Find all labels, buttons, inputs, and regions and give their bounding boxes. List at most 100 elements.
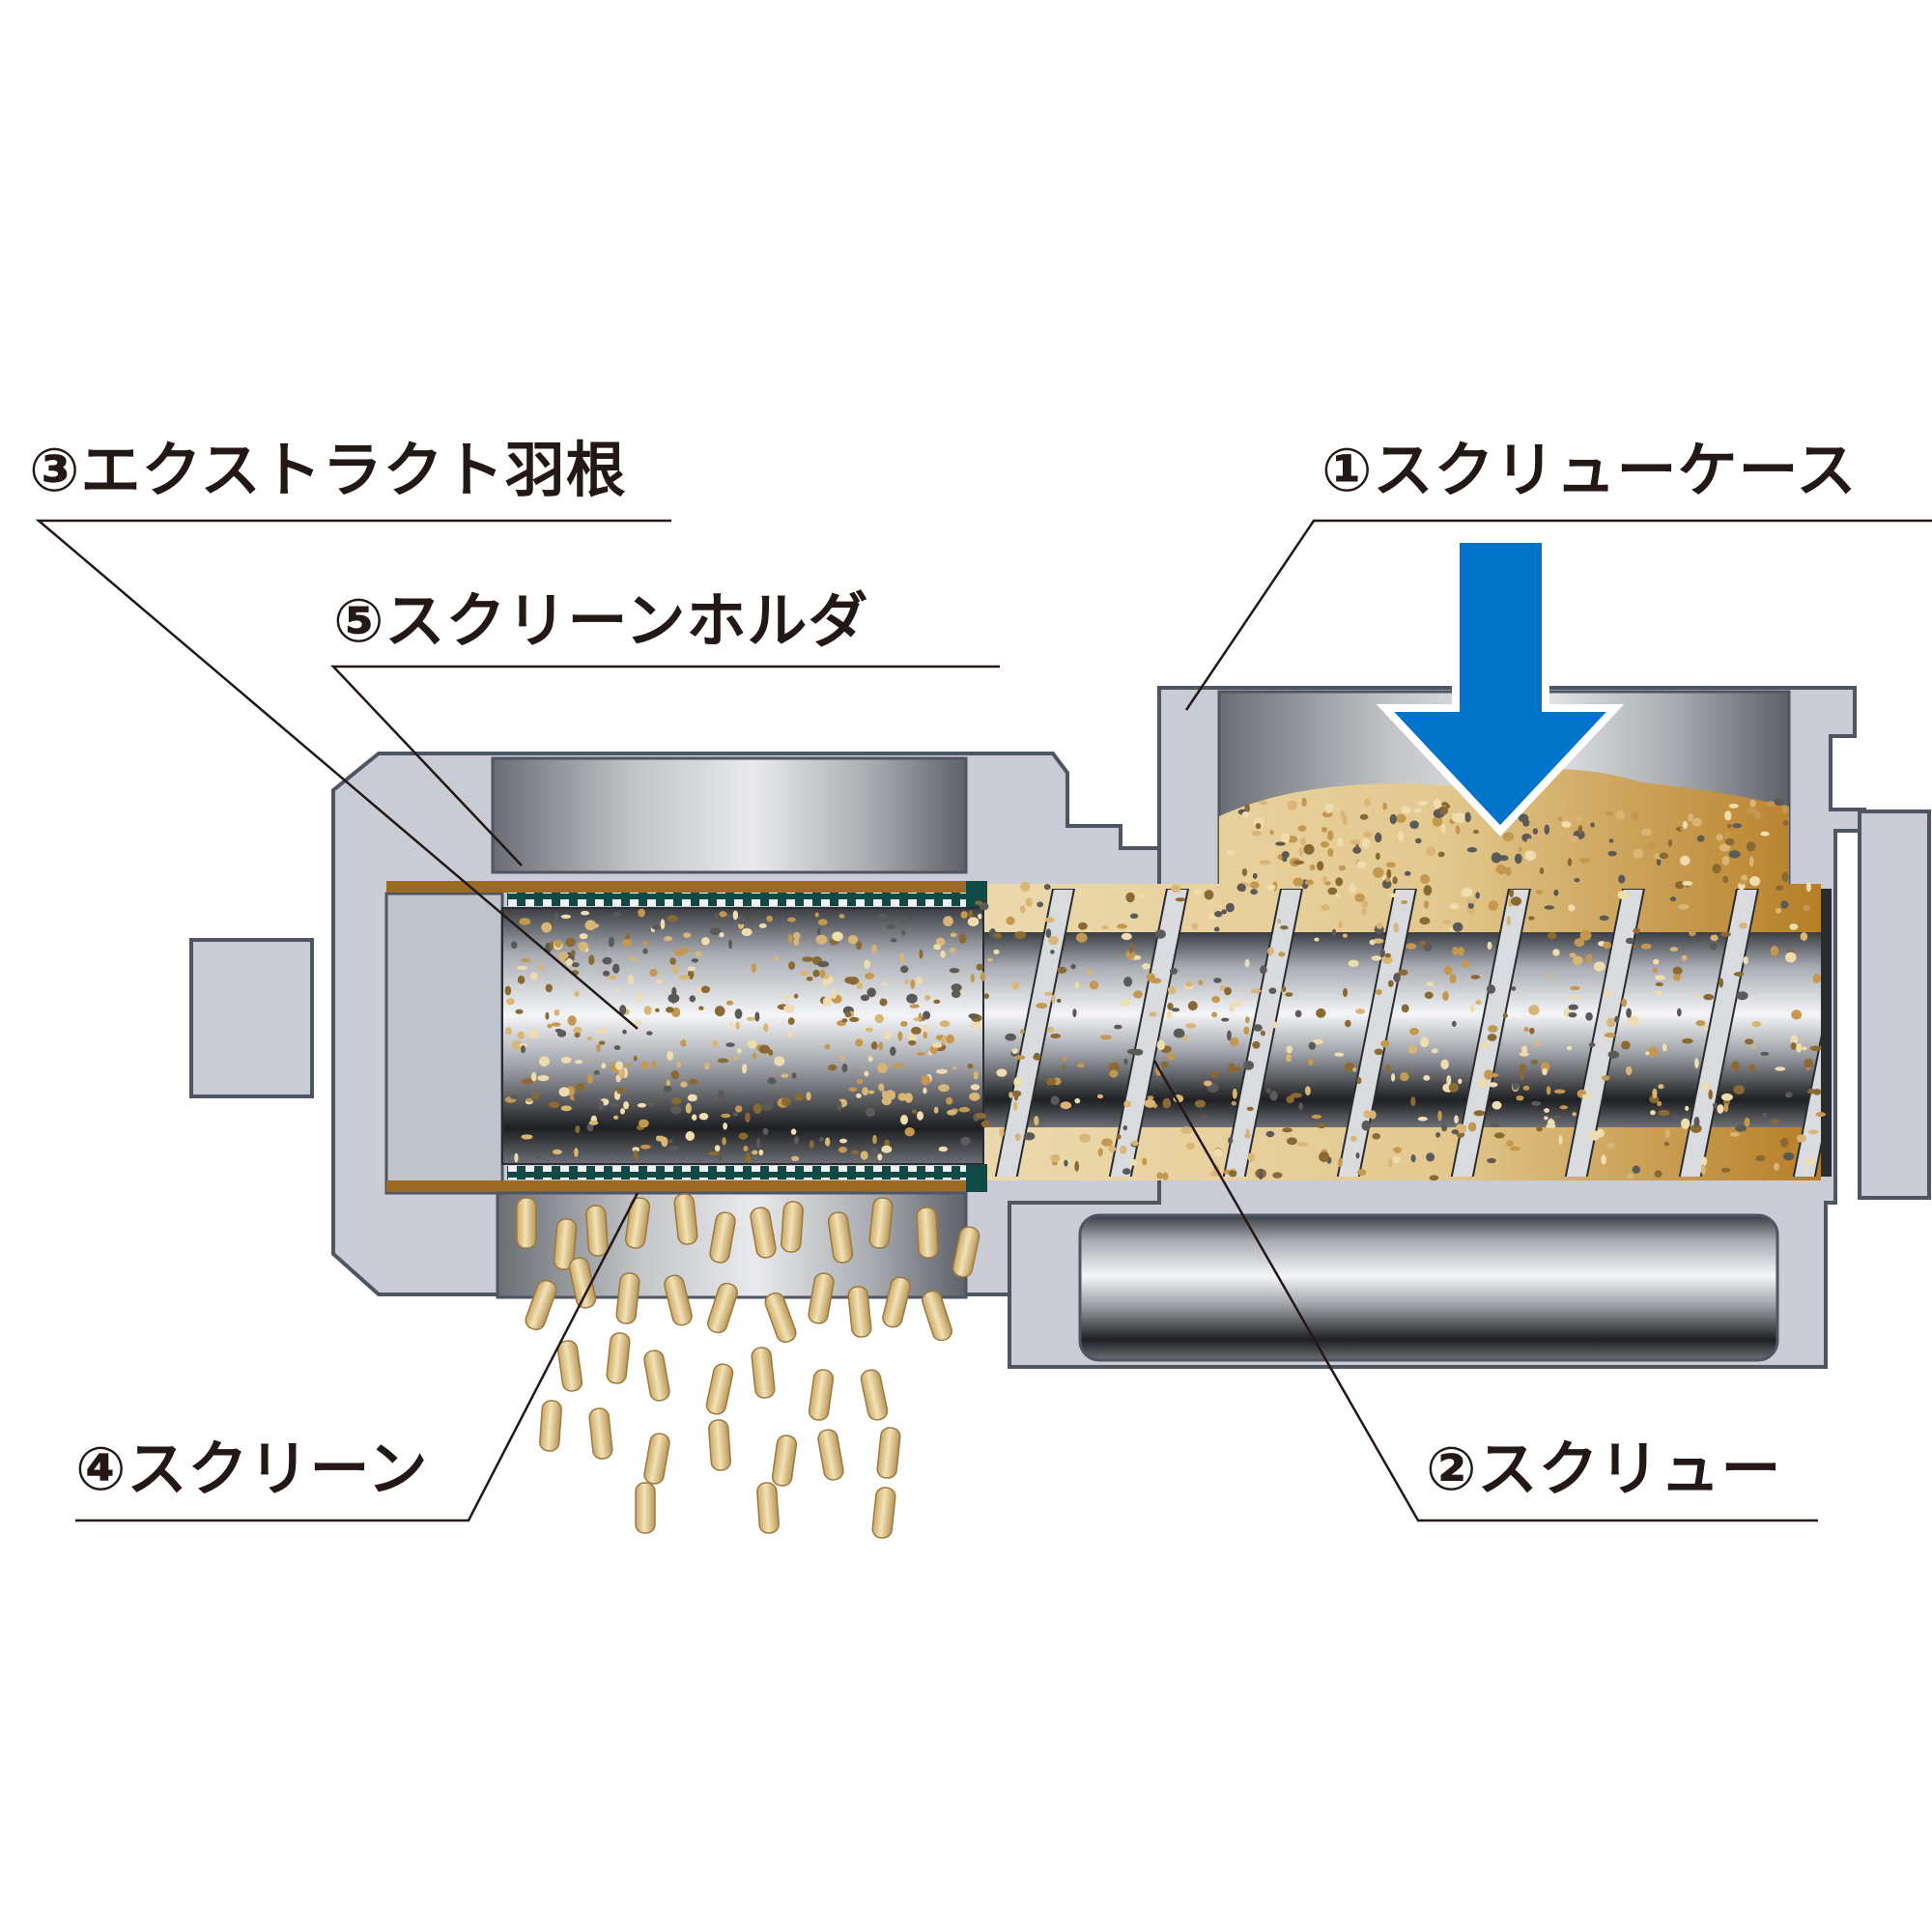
granule (1488, 900, 1499, 911)
granule (1349, 883, 1356, 894)
granule (725, 1042, 735, 1047)
granule (881, 1090, 887, 1098)
pellet (808, 1272, 835, 1324)
granule (1051, 994, 1056, 1004)
pellet (615, 1272, 640, 1324)
granule (1729, 1132, 1740, 1137)
pellet (643, 1350, 670, 1402)
granule (897, 1031, 903, 1041)
granule (651, 1060, 657, 1069)
granule (678, 975, 691, 980)
granule (1760, 831, 1770, 837)
granule (1309, 864, 1316, 871)
label-screw: ②スクリュー (1426, 1434, 1782, 1504)
granule (1169, 967, 1179, 975)
granule (793, 938, 800, 947)
granule (614, 1061, 624, 1070)
pellet (673, 1193, 698, 1245)
granule (1626, 1065, 1633, 1076)
pellet (705, 1363, 734, 1415)
granule (1544, 1108, 1549, 1113)
granule (790, 1128, 797, 1135)
granule (1138, 895, 1146, 899)
granule (1558, 1135, 1563, 1145)
granule (1214, 911, 1223, 918)
granule (1506, 915, 1512, 926)
granule (1037, 901, 1044, 908)
granule (1700, 1165, 1706, 1175)
granule (1395, 813, 1406, 823)
granule (897, 1093, 907, 1101)
granule (968, 1013, 979, 1019)
granule (1748, 1064, 1756, 1072)
granule (510, 941, 518, 949)
granule (1391, 1073, 1396, 1082)
granule (970, 973, 976, 983)
granule (1294, 1009, 1302, 1018)
granule (999, 1127, 1005, 1137)
granule (1133, 990, 1143, 999)
granule (949, 947, 956, 953)
granule (1359, 813, 1369, 820)
granule (1193, 888, 1203, 895)
granule (1502, 1012, 1508, 1018)
granule (691, 958, 698, 963)
granule (1397, 831, 1405, 842)
granule (969, 1092, 980, 1101)
granule (1423, 1074, 1431, 1081)
granule (1221, 1017, 1230, 1022)
granule (1607, 850, 1617, 857)
granule (1379, 949, 1385, 958)
granule (1615, 810, 1626, 820)
granule (622, 1029, 627, 1035)
granule (717, 1058, 729, 1064)
granule (1044, 991, 1053, 996)
granule (1356, 861, 1367, 869)
granule (1180, 1126, 1193, 1134)
granule (766, 915, 773, 923)
granule (1657, 1100, 1662, 1107)
granule (910, 979, 916, 989)
granule (1062, 1057, 1067, 1062)
granule (588, 954, 595, 965)
granule (1338, 865, 1347, 871)
label-screw-case: ①スクリューケース (1321, 435, 1858, 505)
granule (1437, 1110, 1442, 1122)
granule (841, 1018, 848, 1023)
granule (1573, 955, 1583, 966)
granule (1676, 1008, 1682, 1017)
label-screen-holder: ⑤スクリーンホルダ (333, 585, 869, 656)
granule (817, 919, 828, 925)
granule (558, 952, 569, 960)
granule (1514, 853, 1522, 865)
granule (758, 923, 767, 928)
granule (667, 1050, 673, 1061)
granule (531, 1092, 540, 1099)
granule (1621, 1040, 1631, 1050)
granule (520, 958, 531, 963)
granule (608, 936, 615, 948)
granule (802, 956, 814, 962)
granule (1317, 1122, 1326, 1129)
leader-screw (1152, 1060, 1818, 1522)
granule (1559, 1105, 1569, 1110)
granule (1123, 977, 1133, 987)
granule (620, 1108, 625, 1115)
granule (758, 1044, 771, 1054)
granule (996, 1068, 1008, 1077)
granule (1204, 890, 1214, 900)
granule (877, 1063, 888, 1073)
granule (1535, 890, 1544, 895)
granule (670, 1105, 682, 1115)
granule (752, 1150, 758, 1155)
granule (1449, 903, 1460, 910)
granule (1108, 1145, 1117, 1152)
granule (1229, 1003, 1235, 1012)
pellet (827, 1211, 854, 1264)
granule (1724, 831, 1731, 838)
granule (1250, 889, 1258, 895)
granule (1633, 848, 1644, 859)
pellet (516, 1197, 537, 1249)
granule (655, 1008, 660, 1012)
granule (1246, 1106, 1254, 1111)
